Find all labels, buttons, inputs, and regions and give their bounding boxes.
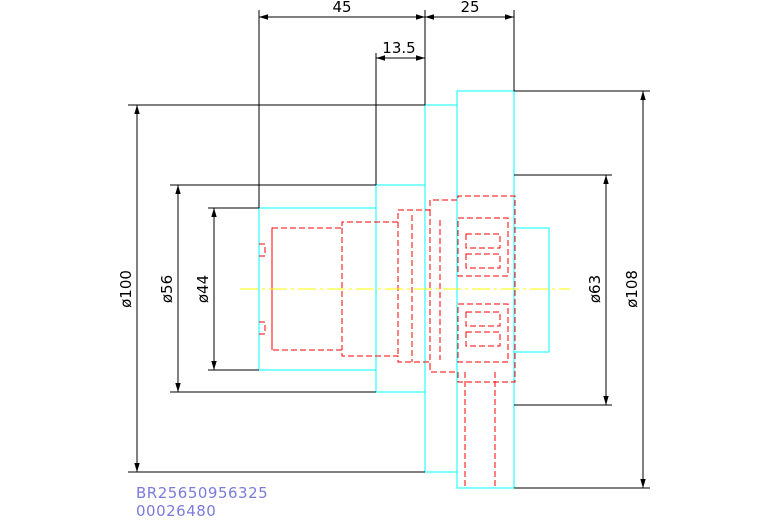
bore-hidden <box>271 195 516 383</box>
race-lower-2 <box>465 331 501 347</box>
dim-label-dia-63: ø63 <box>586 275 604 303</box>
race-lower-1 <box>465 311 501 327</box>
race-upper-2 <box>465 253 501 269</box>
race-upper-1 <box>465 233 501 249</box>
hidden-lines <box>259 195 516 488</box>
dim-label-dia-108: ø108 <box>623 270 641 308</box>
dimension-lines <box>128 10 650 489</box>
dim-label-13-5: 13.5 <box>382 39 415 57</box>
pilot-outline <box>513 227 550 353</box>
dim-label-dia-44: ø44 <box>194 275 212 303</box>
dim-label-45: 45 <box>332 0 351 16</box>
groove-left-upper <box>259 243 266 257</box>
dim-label-dia-100: ø100 <box>117 270 135 308</box>
stamp-number: 00026480 <box>136 502 217 520</box>
dim-label-25: 25 <box>460 0 479 16</box>
dim-label-dia-56: ø56 <box>158 275 176 303</box>
stamp-code: BR25650956325 <box>136 484 269 502</box>
groove-left-lower <box>259 321 266 335</box>
